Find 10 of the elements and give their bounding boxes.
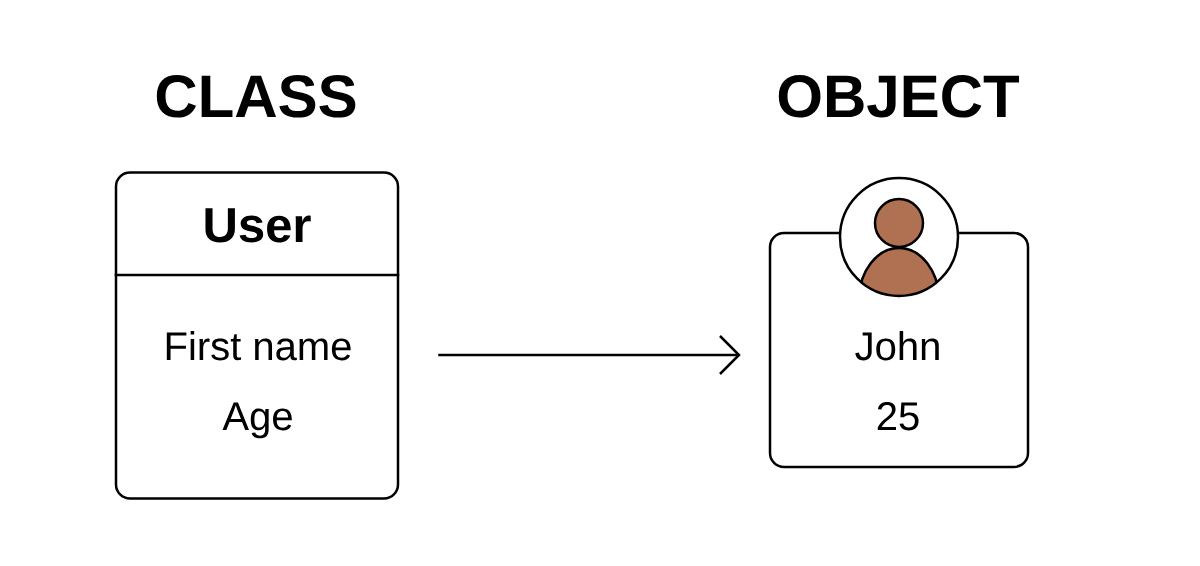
class-name: User [205, 208, 311, 243]
class-box [114, 171, 400, 500]
attribute-text: Age [222, 402, 292, 439]
heading: OBJECT [778, 75, 1020, 118]
heading: CLASS [156, 75, 356, 118]
arrow [438, 335, 741, 375]
value-text: 25 [877, 402, 919, 431]
attribute-text: First name [166, 331, 351, 361]
object-card [768, 176, 1030, 469]
value-text: John [855, 331, 939, 361]
